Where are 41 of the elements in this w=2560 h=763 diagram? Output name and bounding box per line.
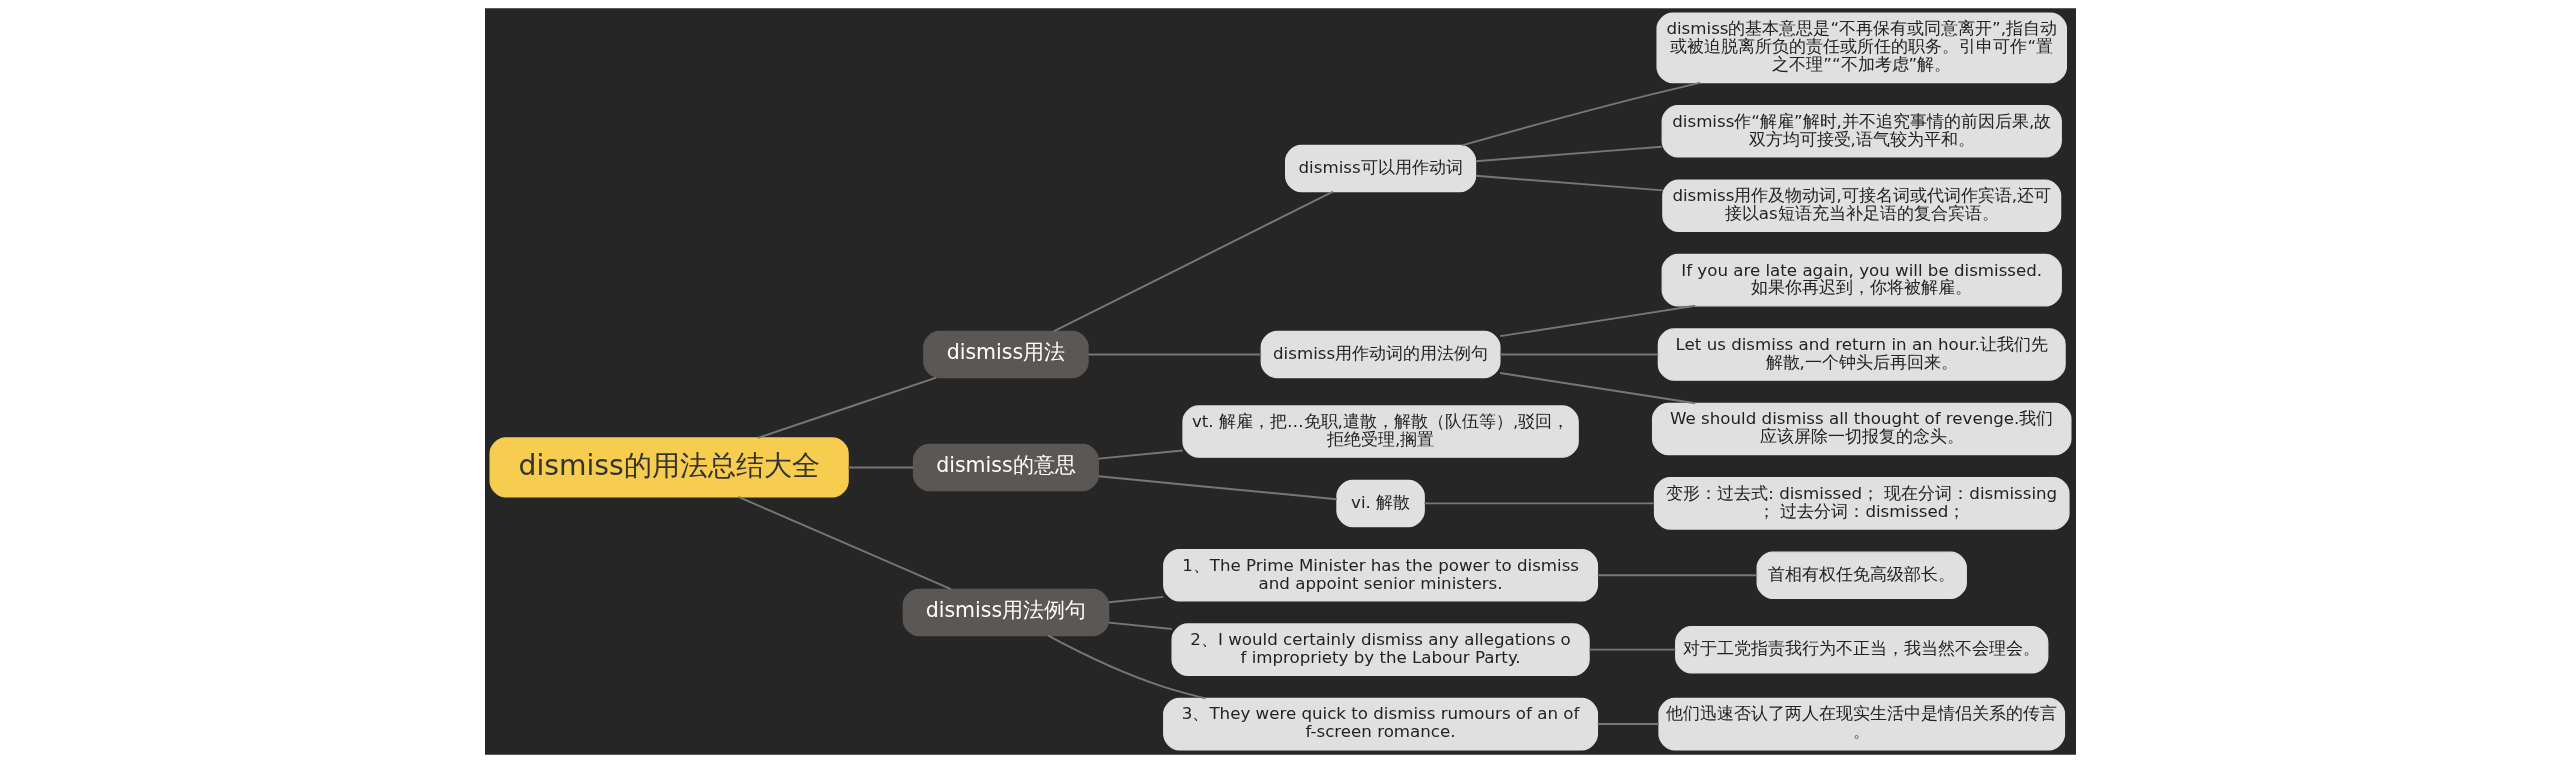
connector: [1086, 353, 1262, 356]
connector: [1460, 81, 1701, 147]
connector: [1107, 621, 1173, 630]
node-box: 变形：过去式: dismissed； 现在分词：dismissing； 过去分词：dismissed；: [1653, 477, 2070, 530]
connector: [756, 376, 937, 439]
node-box: 3、They were quick to dismiss rumours of an off-screen romance.: [1162, 697, 1598, 751]
connector: [1596, 723, 1660, 726]
node-box: dismiss可以用作动词: [1284, 144, 1476, 193]
node-box: 首相有权任免高级部长。: [1756, 551, 1967, 599]
node-box: 1、The Prime Minister has the power to dismiss and appoint senior ministers.: [1162, 548, 1598, 602]
connector: [1474, 145, 1663, 163]
node-box: dismiss作“解雇”解时,并不追究事情的前因后果,故双方均可接受,语气较为平和。: [1661, 105, 2062, 158]
node-box: We should dismiss all thought of revenge.我们应该屏除一切报复的念头。: [1651, 402, 2071, 456]
node-box: dismiss用作动词的用法例句: [1260, 330, 1501, 379]
connector: [1498, 304, 1696, 338]
node-box: dismiss用作及物动词,可接名词或代词作宾语,还可接以as短语充当补足语的复合宾语。: [1661, 179, 2061, 232]
node-box: 对于工党指责我行为不正当，我当然不会理会。: [1674, 625, 2048, 674]
node-box: dismiss用法: [922, 330, 1089, 379]
connector: [1498, 353, 1659, 356]
connector: [1107, 595, 1164, 604]
connector: [1097, 475, 1338, 501]
connector: [1422, 502, 1655, 505]
node-box: vt. 解雇，把…免职,遣散，解散（队伍等）,驳回，拒绝受理,搁置: [1181, 405, 1579, 458]
connector: [1046, 634, 1206, 700]
connector: [1498, 372, 1696, 405]
node-box: 他们迅速否认了两人在现实生活中是情侣关系的传言。: [1657, 697, 2065, 751]
connector: [1097, 449, 1184, 460]
connector: [846, 466, 914, 469]
node-box: dismiss的意思: [912, 443, 1099, 492]
node-box: If you are late again, you will be dismissed.如果你再迟到，你将被解雇。: [1661, 253, 2062, 307]
node-box: Let us dismiss and return in an hour.让我们先解散,一个钟头后再回来。: [1657, 328, 2066, 381]
connector: [1474, 174, 1664, 192]
node-box: dismiss的基本意思是“不再保有或同意离开”,指自动或被迫脱离所负的责任或所任的职务。引申可作“置之不理”“不加考虑”解。: [1655, 12, 2067, 84]
connector: [1596, 574, 1758, 577]
node-box: 2、I would certainly dismiss any allegations of impropriety by the Labour Party.: [1170, 623, 1590, 676]
node-box: dismiss用法例句: [902, 588, 1109, 637]
node-box: dismiss的用法总结大全: [489, 437, 849, 498]
connector: [737, 496, 952, 591]
connector: [1587, 648, 1676, 651]
connector: [1052, 190, 1334, 333]
node-box: vi. 解散: [1335, 479, 1425, 528]
